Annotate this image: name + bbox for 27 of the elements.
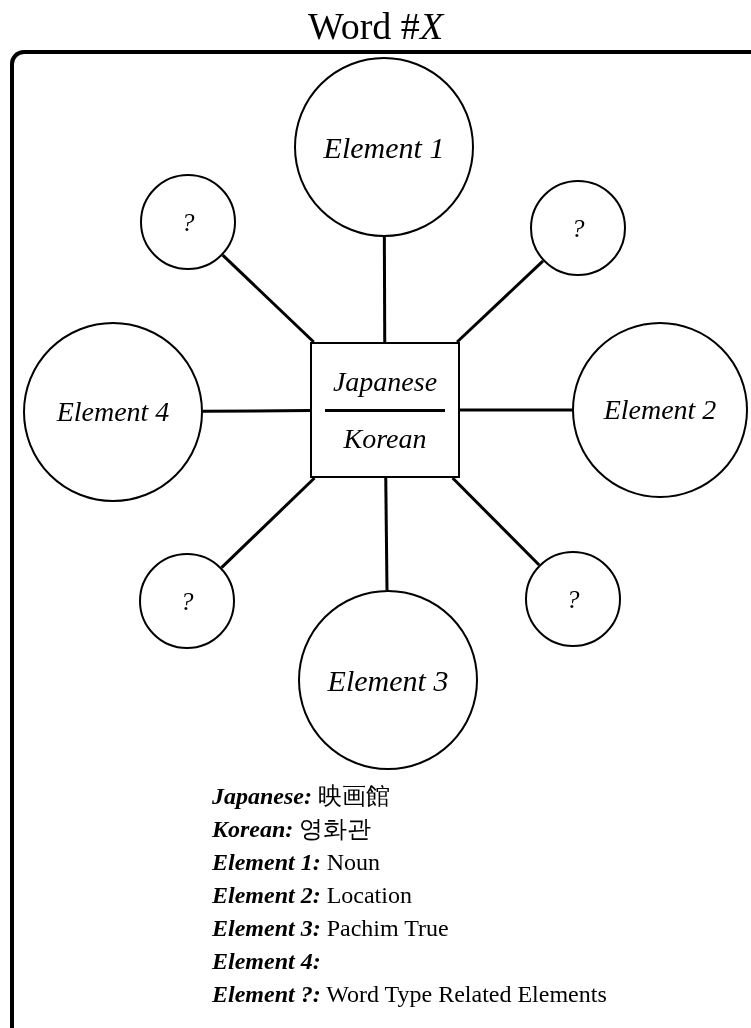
element-label: ? [181, 206, 195, 239]
connector-line [451, 476, 541, 567]
connector-line [460, 408, 572, 412]
connector-line [203, 409, 310, 413]
legend-note: Element 3: Pachim True [212, 914, 450, 943]
legend-note: Element 2: Location [212, 881, 413, 910]
element-label: ? [180, 585, 194, 618]
connector-line [384, 478, 389, 591]
connector-line [220, 476, 316, 569]
legend-note: Japanese: 映画館 [212, 782, 391, 811]
language-label: Japanese [332, 364, 438, 399]
element-label: ? [566, 583, 580, 616]
connector-line [456, 259, 545, 344]
legend-note: Element 4: [212, 947, 322, 976]
legend-note: Element 1: Noun [212, 848, 381, 877]
connector-line [382, 237, 387, 342]
legend-note: Element ?: Word Type Related Elements [212, 980, 607, 1009]
element-label: Element 1 [323, 129, 445, 166]
element-label: Element 3 [327, 662, 449, 699]
connector-line [221, 254, 315, 344]
language-label: Korean [343, 421, 427, 456]
legend-note: Korean: 영화관 [212, 815, 373, 844]
word-box [310, 342, 460, 478]
element-label: ? [571, 212, 585, 245]
element-label: Element 4 [56, 395, 170, 429]
element-label: Element 2 [603, 393, 717, 427]
diagram-title: Word #X [306, 4, 446, 48]
